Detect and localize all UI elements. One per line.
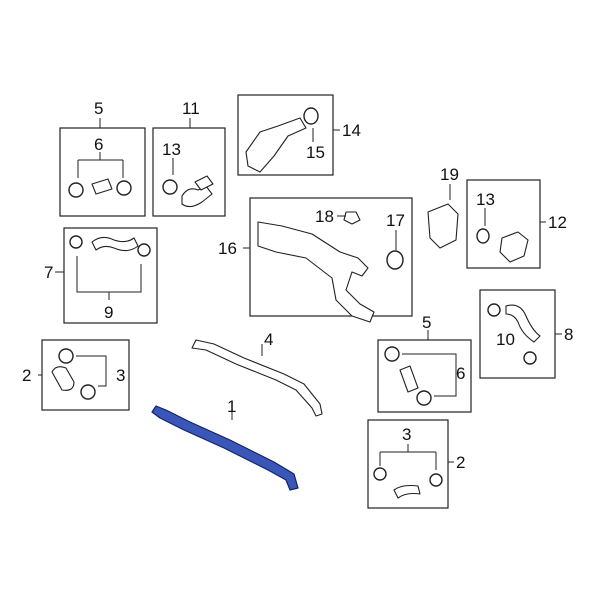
group-box-12 xyxy=(466,179,546,269)
group-box-14 xyxy=(237,94,340,176)
callout-8[interactable]: 8 xyxy=(564,325,573,344)
callout-3-right[interactable]: 3 xyxy=(402,425,411,444)
callout-16[interactable]: 16 xyxy=(218,239,237,258)
callout-2-left[interactable]: 2 xyxy=(22,366,31,385)
callout-9[interactable]: 9 xyxy=(104,303,113,322)
callout-13-left[interactable]: 13 xyxy=(162,140,181,159)
callout-3-left[interactable]: 3 xyxy=(116,366,125,385)
part-19-group xyxy=(427,184,459,249)
callout-2-right[interactable]: 2 xyxy=(456,453,465,472)
callout-5-right[interactable]: 5 xyxy=(422,313,431,332)
group-box-5-right xyxy=(377,330,472,413)
callout-1[interactable]: 1 xyxy=(227,397,236,416)
callout-15[interactable]: 15 xyxy=(306,143,325,162)
part-4-hose xyxy=(191,339,323,417)
group-box-2-right xyxy=(367,419,454,509)
group-box-16 xyxy=(243,197,413,323)
callout-17[interactable]: 17 xyxy=(386,211,405,230)
callout-6-right[interactable]: 6 xyxy=(456,364,465,383)
group-box-7 xyxy=(55,227,158,324)
group-box-8 xyxy=(479,289,562,379)
callout-14[interactable]: 14 xyxy=(342,121,361,140)
callout-5-top[interactable]: 5 xyxy=(94,99,103,118)
callout-10[interactable]: 10 xyxy=(496,330,515,349)
callout-12[interactable]: 12 xyxy=(548,213,567,232)
callout-13-right[interactable]: 13 xyxy=(476,190,495,209)
group-box-2-left xyxy=(38,339,130,411)
group-box-5-top xyxy=(59,118,146,217)
callout-4[interactable]: 4 xyxy=(264,330,273,349)
callout-19[interactable]: 19 xyxy=(440,165,459,184)
callout-18[interactable]: 18 xyxy=(315,207,334,226)
callout-11[interactable]: 11 xyxy=(182,99,200,118)
callout-6-top[interactable]: 6 xyxy=(94,135,103,154)
callout-7[interactable]: 7 xyxy=(44,263,53,282)
group-box-11 xyxy=(152,118,226,217)
part-1-pipe[interactable] xyxy=(151,405,299,491)
